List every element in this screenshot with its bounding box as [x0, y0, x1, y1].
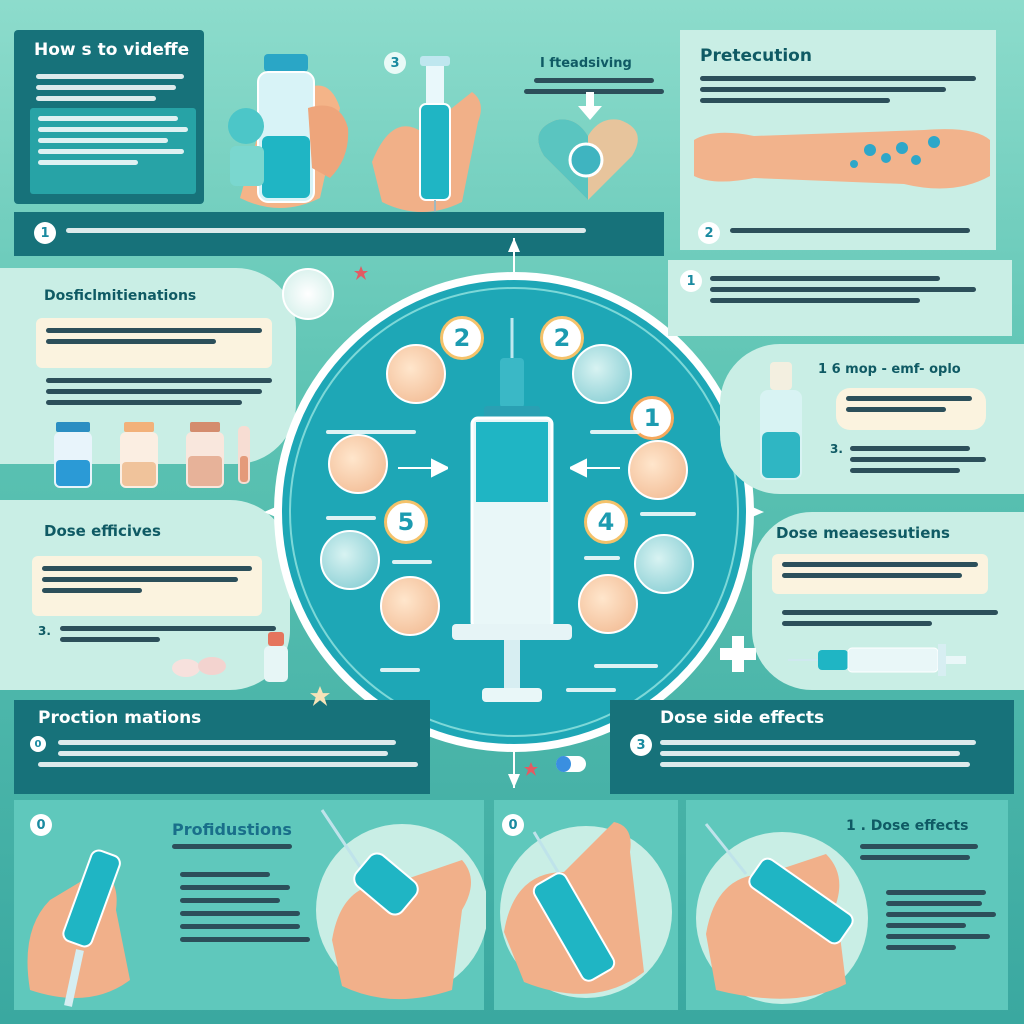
right-top-step-badge: 1 [680, 270, 702, 292]
down-arrow-icon [578, 92, 602, 120]
proction-panel [14, 700, 430, 794]
wheel-image-6 [634, 534, 694, 594]
side-effects-heading: Dose side effects [660, 708, 825, 728]
top-syringe-step-badge: 3 [384, 52, 406, 74]
star-icon [354, 266, 368, 280]
hand-syringe-illustration-1 [27, 849, 130, 1007]
side-effects-step-badge: 3 [630, 734, 652, 756]
horizontal-syringe-icon [788, 644, 966, 676]
wheel-arrow-left [398, 458, 448, 478]
wheel-label-9 [566, 688, 616, 692]
top-strip-text [66, 228, 586, 239]
star-icon [524, 762, 538, 776]
profidustions-list [180, 872, 310, 948]
pill-bubble-icon [282, 268, 334, 320]
heart-icon [538, 119, 638, 200]
wheel-image-2 [572, 344, 632, 404]
wheel-step-left-mid: 5 [384, 500, 428, 544]
wheel-step-right-mid: 4 [584, 500, 628, 544]
dose-effects-heading: 1 . Dose effects [846, 818, 969, 834]
profidustions-heading: Profidustions [172, 820, 292, 839]
wheel-label-3 [326, 516, 376, 520]
wheel-label-7 [380, 668, 420, 672]
top-center-text [524, 78, 664, 100]
protection-text [700, 76, 980, 109]
hand-syringe-illustration-3 [500, 822, 672, 998]
wheel-image-3 [328, 434, 388, 494]
proction-heading: Proction mations [38, 708, 202, 728]
how-to-heading: How s to videffe [34, 40, 190, 60]
syringe-hand-illustration [372, 56, 481, 220]
bottom-mid-step-badge: 0 [502, 814, 524, 836]
wheel-image-7 [380, 576, 440, 636]
protection-step-text [730, 228, 970, 239]
central-syringe-icon [452, 318, 572, 702]
profidustions-subtitle [172, 844, 292, 855]
vial-step-badge: 3. [830, 442, 843, 456]
wheel-label-6 [584, 556, 620, 560]
wheel-label-5 [392, 560, 432, 564]
how-to-text [36, 74, 186, 107]
wheel-image-1 [386, 344, 446, 404]
top-center-callout: I fteadsiving [540, 56, 632, 71]
wheel-arrow-right [570, 458, 620, 478]
arm-illustration [694, 129, 990, 189]
wheel-label-4 [640, 512, 696, 516]
pills-illustration [172, 632, 288, 682]
dose-indications-text [46, 378, 276, 411]
dose-indications-heading: Dosficlmitienations [44, 288, 197, 304]
side-effects-text [660, 740, 980, 773]
wheel-image-5 [320, 530, 380, 590]
hand-syringe-illustration-4 [696, 823, 868, 1004]
dose-effects-subtitle [860, 844, 980, 866]
protection-heading: Pretecution [700, 46, 812, 66]
wheel-step-left-top: 2 [440, 316, 484, 360]
vial-callout-text [850, 446, 990, 479]
how-to-step-badge: 1 [34, 222, 56, 244]
vial-callout-heading: 1 6 mop - emf- oplo [818, 362, 961, 377]
top-strip-left [14, 212, 664, 256]
dose-effectives-card-text [42, 566, 252, 599]
capsule-icon [556, 756, 586, 772]
proction-step-badge: 0 [30, 736, 46, 752]
vials-illustration [54, 422, 250, 488]
dose-measurements-text [782, 610, 1002, 632]
wheel-step-right-top: 2 [540, 316, 584, 360]
proction-text [38, 740, 418, 773]
side-effects-panel [610, 700, 1014, 794]
wheel-label-1 [326, 430, 416, 434]
vial-callout-card-text [846, 396, 976, 418]
wheel-label-8 [594, 664, 658, 668]
dose-effectives-heading: Dose efficives [44, 522, 161, 540]
right-top-text [710, 276, 980, 309]
vial-icon [760, 362, 802, 480]
how-to-subtext [38, 116, 188, 171]
wheel-image-4 [628, 440, 688, 500]
vial-hand-illustration [228, 54, 349, 208]
dose-indications-card-text [46, 328, 262, 350]
dose-effects-list [886, 890, 996, 956]
plus-icon [720, 636, 756, 672]
dose-step-badge: 3. [38, 624, 51, 638]
star-icon [310, 686, 330, 706]
dose-effectives-text [60, 626, 280, 648]
bottom-left-step-badge: 0 [30, 814, 52, 836]
wheel-label-2 [590, 430, 640, 434]
dose-measurements-card-text [782, 562, 978, 584]
wheel-image-8 [578, 574, 638, 634]
dose-measurements-heading: Dose meaesesutiens [776, 524, 950, 542]
protection-step-badge: 2 [698, 222, 720, 244]
hand-syringe-illustration-2 [316, 809, 486, 1000]
